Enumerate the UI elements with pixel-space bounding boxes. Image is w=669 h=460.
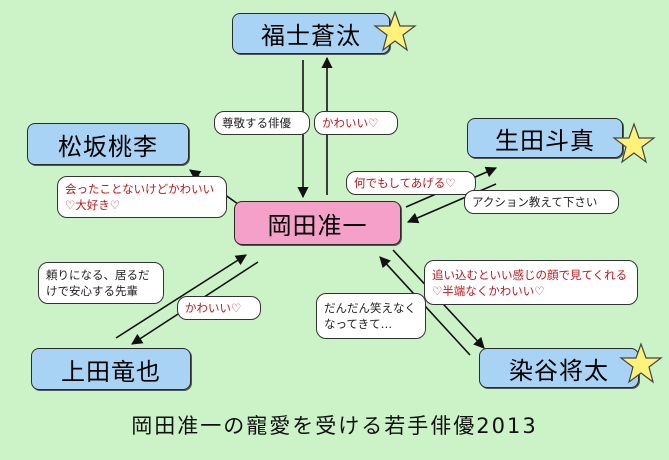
label-okada-to-ikuta: 何でもしてあげる♡ [346,171,476,195]
node-sometani-shota: 染谷将太 [479,348,639,388]
label-okada-to-matsuzaka: 会ったことないけどかわいい♡大好き♡ [57,176,227,218]
label-okada-to-fukushi: かわいい♡ [314,111,398,135]
label-ikuta-to-okada: アクション教えて下さい [464,190,619,214]
label-sometani-to-okada: だんだん笑えなくなってきて… [316,293,426,339]
node-okada-junichi: 岡田准一 [234,201,401,245]
star-icon [619,342,663,384]
star-icon [373,10,417,52]
label-ueda-to-okada: 頼りになる、居るだけで安心する先輩 [38,262,164,304]
star-icon [612,122,656,164]
diagram-caption: 岡田准一の寵愛を受ける若手俳優2013 [131,414,538,438]
node-matsuzaka-tori: 松坂桃李 [27,123,189,165]
node-ueda-tatsuya: 上田竜也 [31,348,191,390]
label-okada-to-ueda: かわいい♡ [177,296,261,320]
node-fukushi-sota: 福士蒼汰 [232,13,390,54]
node-ikuta-toma: 生田斗真 [467,118,623,158]
label-okada-to-sometani: 追い込むといい感じの顔で見てくれる♡半端なくかわいい♡ [424,260,638,305]
label-fukushi-to-okada: 尊敬する俳優 [214,111,310,135]
